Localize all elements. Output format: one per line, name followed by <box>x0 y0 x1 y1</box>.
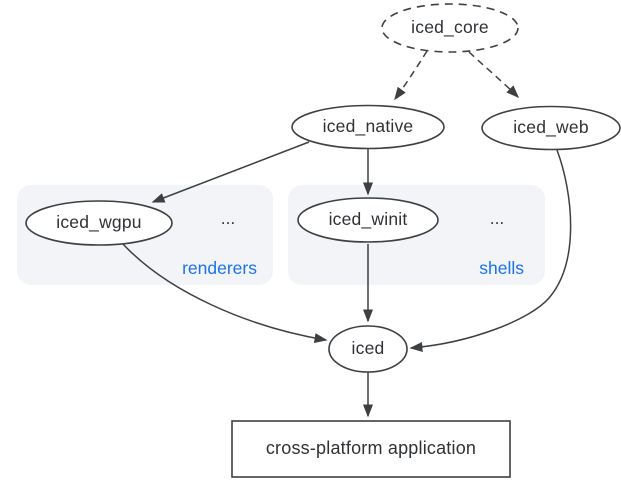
node-iced_core-label: iced_core <box>411 17 489 37</box>
node-iced_web-label: iced_web <box>513 117 589 137</box>
node-iced-label: iced <box>351 338 385 358</box>
edge-iced_core-to-iced_native <box>394 50 428 101</box>
node-iced_native-label: iced_native <box>322 116 414 136</box>
node-iced_native-shape <box>291 104 445 150</box>
edge-iced_native-to-iced_wgpu <box>151 141 310 203</box>
group-shells-label: shells <box>479 258 524 278</box>
node-application-shape <box>231 420 511 478</box>
node-iced_winit-label: iced_winit <box>328 209 408 229</box>
group-renderers-ellipsis: ... <box>220 208 236 228</box>
group-renderers-label: renderers <box>182 258 257 278</box>
edge-iced_core-to-iced_web <box>468 51 520 99</box>
edge-iced_web-to-iced <box>409 149 572 353</box>
node-application-label: cross-platform application <box>265 438 477 458</box>
edge-iced_wgpu-to-iced <box>122 243 328 344</box>
node-iced-shape <box>328 325 408 373</box>
node-iced_wgpu-label: iced_wgpu <box>56 212 142 232</box>
node-iced_core-shape <box>381 3 519 53</box>
node-iced_wgpu-shape <box>25 200 173 246</box>
node-iced_winit-shape <box>297 197 439 243</box>
group-shells-ellipsis: ... <box>489 208 505 228</box>
node-iced_web-shape <box>481 105 621 151</box>
